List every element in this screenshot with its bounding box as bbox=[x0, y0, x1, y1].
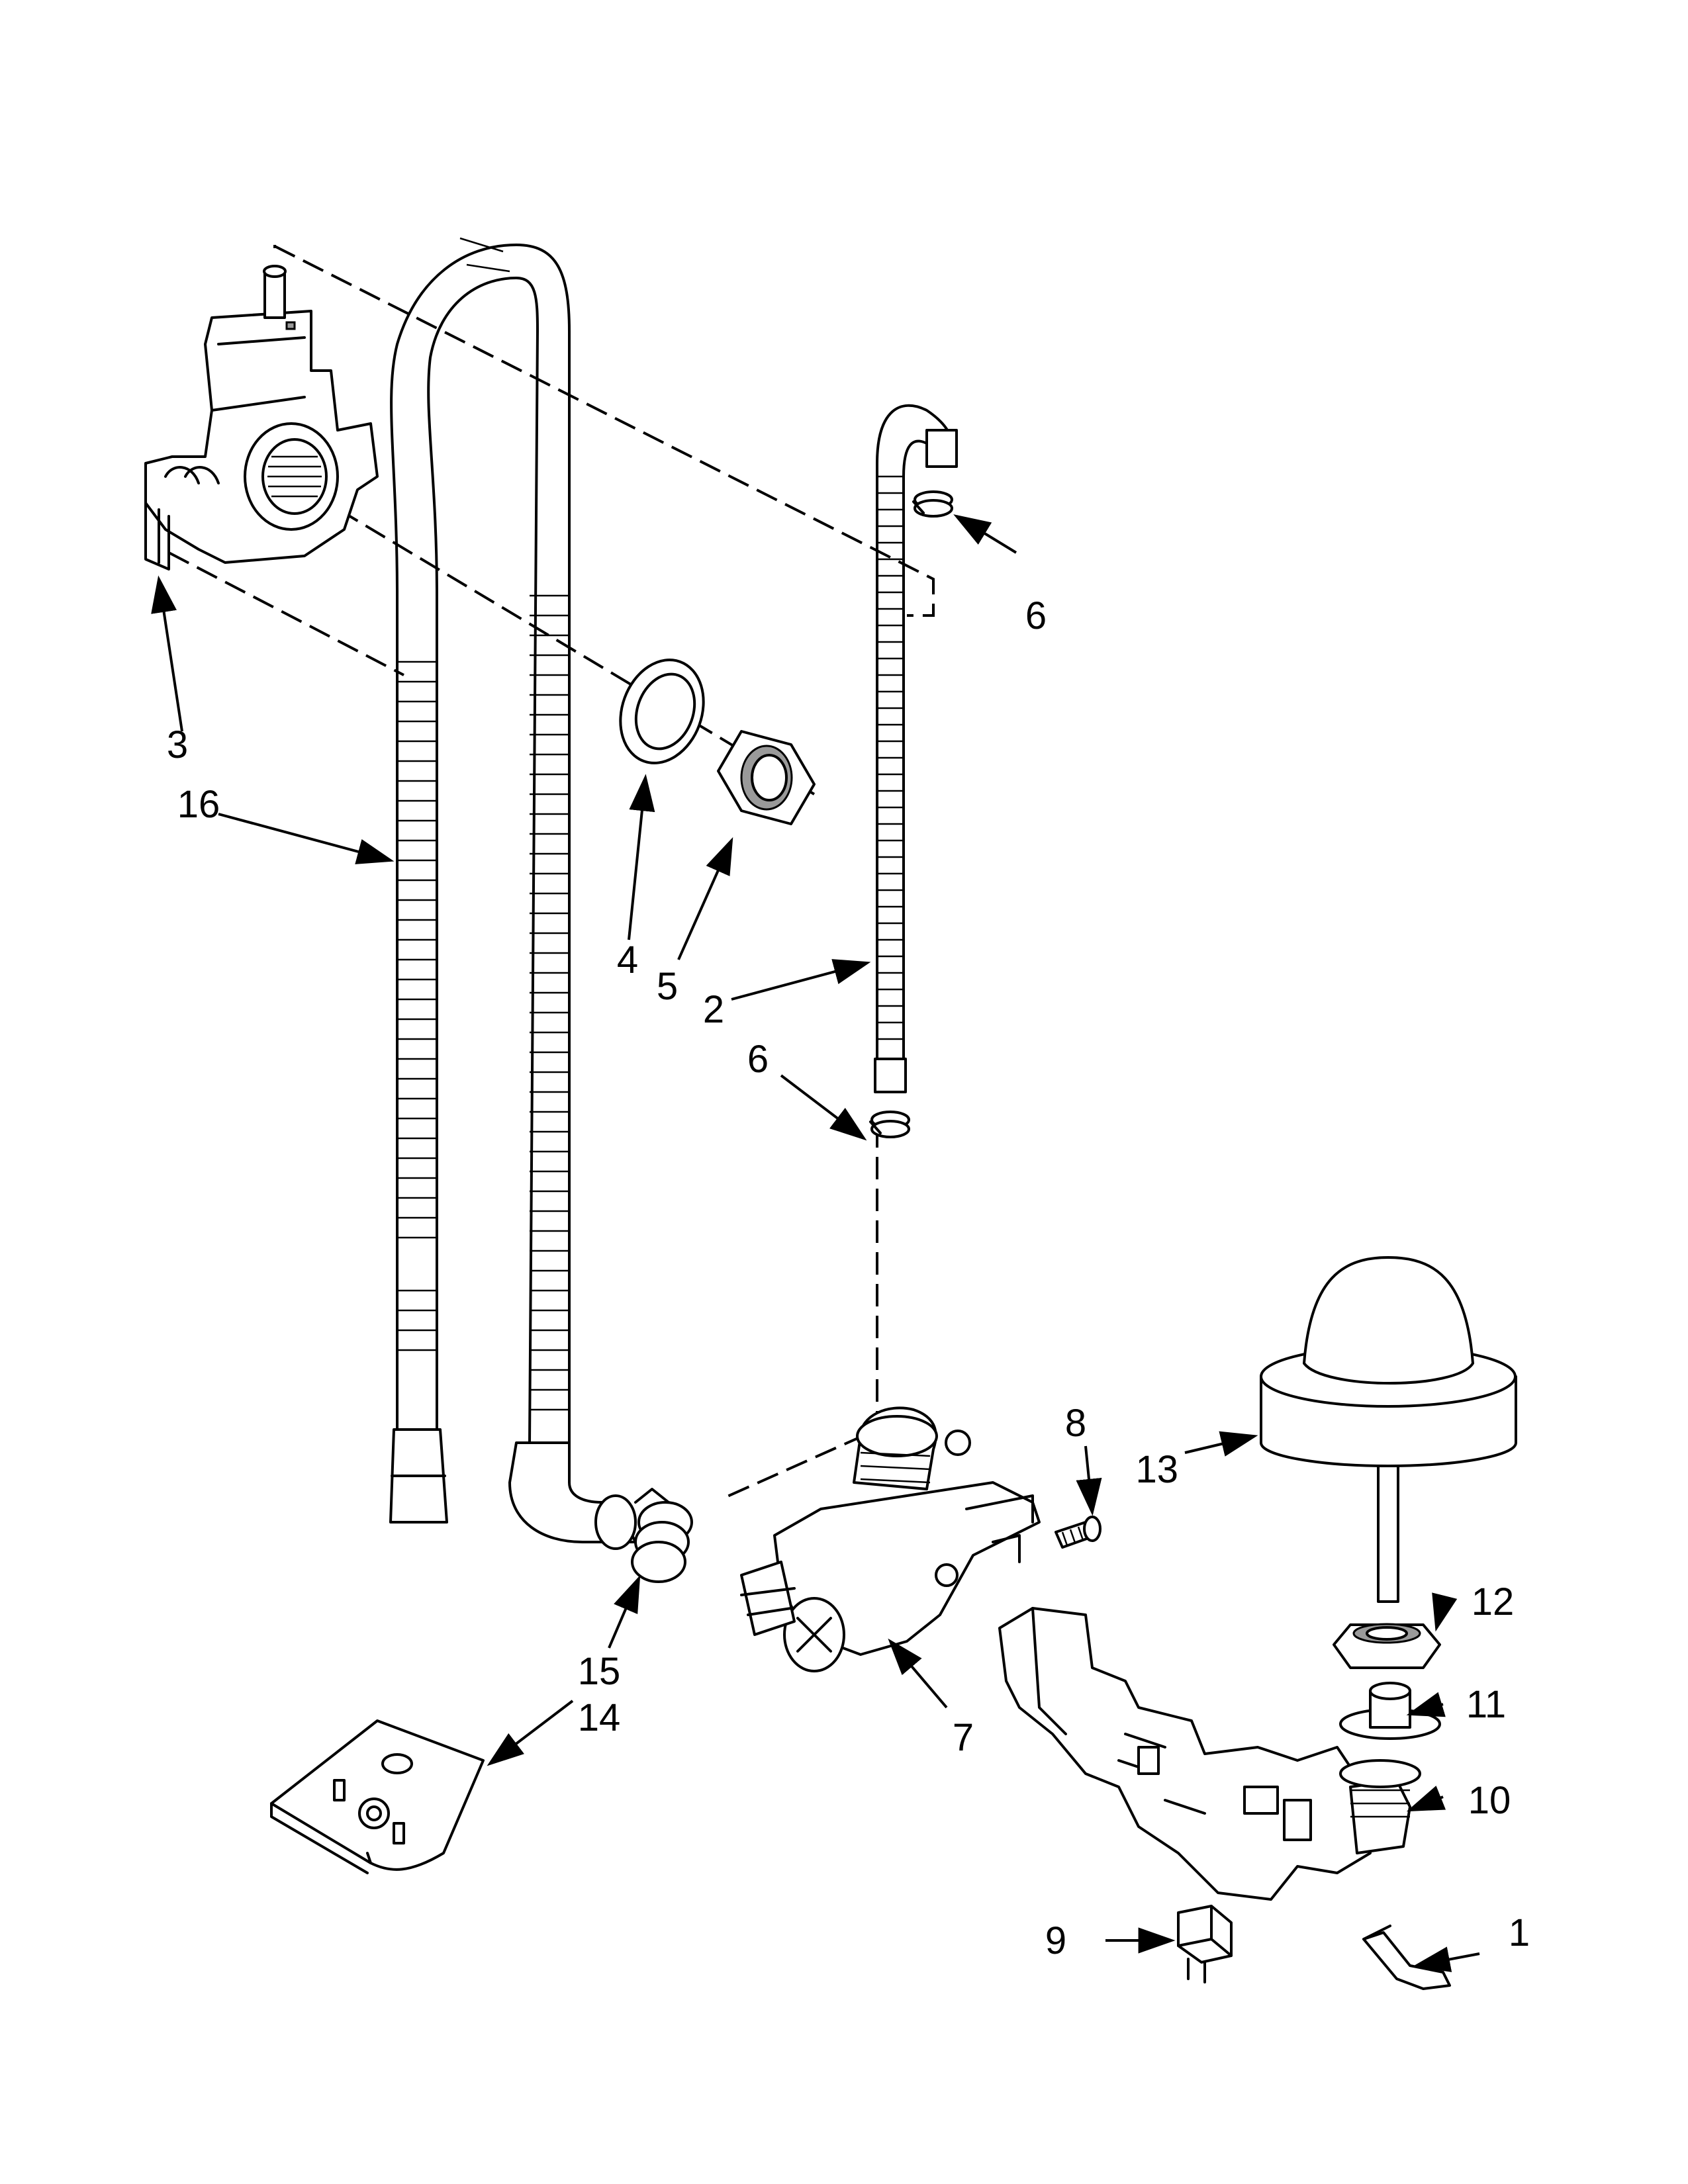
callout-4: 4 bbox=[617, 938, 638, 981]
part-15-hose-clamp bbox=[631, 1488, 693, 1583]
callout-16: 16 bbox=[177, 783, 220, 826]
callout-1: 1 bbox=[1509, 1911, 1530, 1954]
part-16-drain-hose bbox=[389, 237, 637, 1550]
callout-7: 7 bbox=[953, 1716, 974, 1759]
leader-arrows bbox=[151, 514, 1480, 1972]
part-7-water-valve bbox=[740, 1406, 1041, 1672]
callout-10: 10 bbox=[1468, 1779, 1511, 1822]
callout-8: 8 bbox=[1065, 1402, 1086, 1445]
part-3-vent-bracket bbox=[144, 265, 379, 570]
part-8-screw bbox=[1055, 1516, 1102, 1549]
part-5-nut bbox=[717, 730, 816, 825]
part-13-float bbox=[1260, 1256, 1517, 1603]
callout-2: 2 bbox=[703, 988, 724, 1031]
callout-15: 15 bbox=[578, 1650, 621, 1693]
part-1-clip bbox=[1362, 1925, 1451, 1990]
callout-11: 11 bbox=[1466, 1683, 1506, 1726]
callout-6-lower: 6 bbox=[747, 1038, 769, 1081]
callout-labels: 3 16 6 4 5 2 6 8 13 7 12 15 14 11 10 9 1 bbox=[167, 594, 1530, 1962]
callout-6-upper: 6 bbox=[1025, 594, 1047, 637]
callout-12: 12 bbox=[1472, 1580, 1515, 1623]
drain-hose-corrugation bbox=[397, 594, 569, 1411]
callout-5: 5 bbox=[657, 965, 678, 1008]
part-6-clamp-upper bbox=[912, 490, 953, 518]
part-9-switch bbox=[1177, 1905, 1233, 1983]
callout-13: 13 bbox=[1135, 1448, 1178, 1491]
part-10-switch-bracket bbox=[998, 1607, 1421, 1901]
part-6-clamp-lower bbox=[869, 1111, 910, 1138]
callout-14: 14 bbox=[578, 1696, 621, 1739]
callout-9: 9 bbox=[1045, 1919, 1066, 1962]
alignment-lines bbox=[168, 245, 935, 1500]
part-12-hex-nut bbox=[1333, 1623, 1441, 1669]
part-4-gasket bbox=[619, 659, 705, 764]
part-14-parts-bag bbox=[270, 1719, 485, 1874]
callout-3: 3 bbox=[167, 723, 188, 766]
part-2-inlet-hose bbox=[874, 404, 958, 1093]
